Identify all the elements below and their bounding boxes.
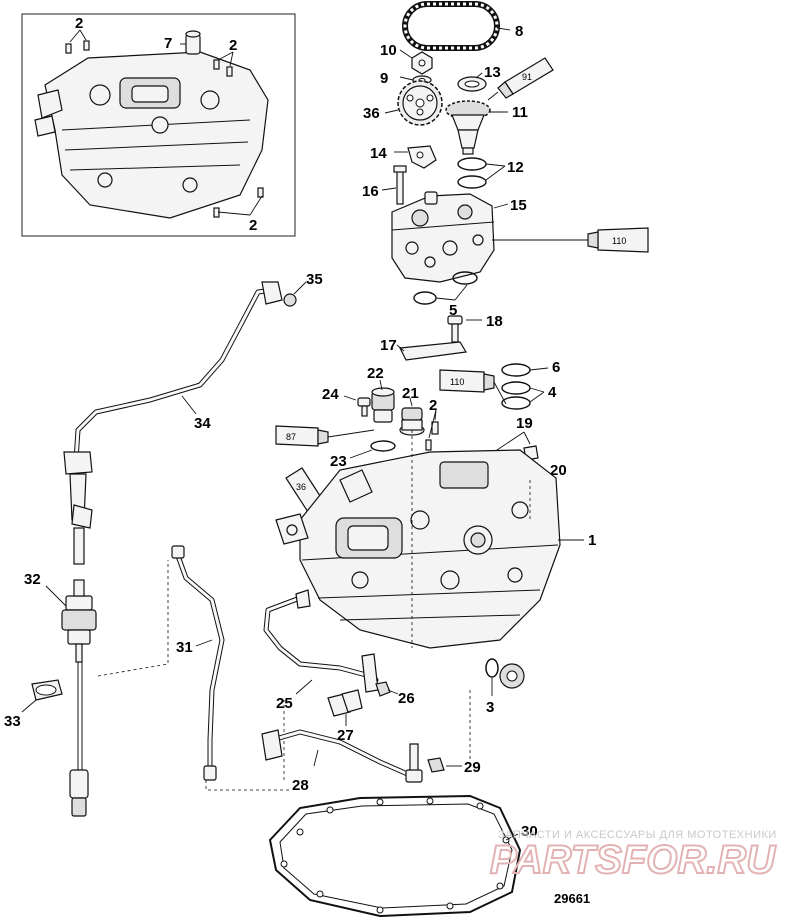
callout-22: 22	[367, 365, 384, 382]
callout-33: 33	[4, 713, 21, 730]
callout-19: 19	[516, 415, 533, 432]
callout-25: 25	[276, 695, 293, 712]
callout-2-inset-right: 2	[229, 37, 237, 54]
clamp-part-33	[31, 679, 63, 701]
o-ring-part-23	[370, 440, 396, 452]
callout-3: 3	[486, 699, 494, 716]
callout-2-main: 2	[429, 397, 437, 414]
sealant-tube-110-mid: 110	[439, 369, 495, 393]
gasket-strip-part-17	[399, 341, 467, 361]
callout-30: 30	[521, 823, 538, 840]
callout-29: 29	[464, 759, 481, 776]
callout-5: 5	[449, 302, 457, 319]
tube-110-top-label: 110	[612, 236, 626, 246]
nut-part-29	[427, 757, 445, 773]
gasket-part-30	[268, 794, 522, 918]
sealant-tube-110-top: 110	[587, 227, 649, 253]
callout-26: 26	[398, 690, 415, 707]
gear-shaft-part-11	[445, 100, 491, 155]
callout-4: 4	[548, 384, 557, 401]
watermark: ЗАПЧАСТИ И АКСЕССУАРЫ ДЛЯ МОТОТЕХНИКИ PA…	[489, 829, 777, 883]
nut-part-26	[375, 681, 391, 697]
cylinder-head-part-1	[275, 449, 561, 649]
callout-2-inset-bottom: 2	[249, 217, 257, 234]
callout-20: 20	[550, 462, 567, 479]
hose-part-34	[63, 281, 283, 565]
sensor-part-32	[61, 579, 97, 663]
callout-17: 17	[380, 337, 397, 354]
cap-part-22	[371, 387, 395, 423]
callout-12: 12	[507, 159, 524, 176]
plug-part-21	[399, 407, 425, 436]
callout-6: 6	[552, 359, 560, 376]
callout-16: 16	[362, 183, 379, 200]
belt-part-8	[402, 1, 500, 51]
callout-27: 27	[337, 727, 354, 744]
callout-21: 21	[402, 385, 419, 402]
dowel-pin-part-2-main	[425, 421, 439, 451]
screw-part-24	[357, 397, 371, 417]
nut-part-10	[411, 51, 433, 75]
diagram-id: 29661	[554, 891, 590, 906]
bearing-part-13	[457, 76, 487, 92]
connector-part-32-plug	[69, 769, 89, 817]
callout-14: 14	[370, 145, 387, 162]
o-rings-part-12	[457, 157, 487, 189]
watermark-tagline: ЗАПЧАСТИ И АКСЕССУАРЫ ДЛЯ МОТОТЕХНИКИ	[498, 829, 777, 841]
callout-13: 13	[484, 64, 501, 81]
hose-part-31	[171, 545, 225, 781]
tube-110-mid-label: 110	[450, 377, 464, 387]
inset-panel: 2 7 2 2	[21, 13, 296, 237]
clip-part-35	[283, 293, 297, 307]
seal-part-3	[485, 658, 525, 689]
hose-part-25	[263, 589, 379, 693]
callout-7: 7	[164, 35, 172, 52]
callout-8: 8	[515, 23, 523, 40]
hose-part-28	[261, 729, 423, 783]
callout-31: 31	[176, 639, 193, 656]
callout-11: 11	[512, 104, 528, 121]
callout-18: 18	[486, 313, 503, 330]
callout-23: 23	[330, 453, 347, 470]
bracket-part-14	[407, 145, 437, 169]
bolt-part-16	[393, 165, 407, 205]
callout-1: 1	[588, 532, 596, 549]
callout-10: 10	[380, 42, 397, 59]
tube-36-label: 36	[296, 482, 306, 492]
sprocket-part-36	[397, 80, 443, 126]
callout-2-inset-top: 2	[75, 15, 83, 32]
callout-15: 15	[510, 197, 527, 214]
callout-32: 32	[24, 571, 41, 588]
callout-28: 28	[292, 777, 309, 794]
bolt-part-18	[447, 315, 463, 343]
tube-91-label: 91	[522, 72, 532, 82]
callout-34: 34	[194, 415, 211, 432]
callout-9: 9	[380, 70, 388, 87]
callout-35: 35	[306, 271, 323, 288]
inset-cylinder-head	[34, 51, 269, 219]
pump-body-part-15	[391, 191, 495, 283]
clip-part-27	[327, 689, 363, 717]
sealant-tube-87: 87	[275, 425, 329, 447]
sealant-tube-91: 91	[497, 57, 554, 99]
tube-87-label: 87	[286, 432, 296, 442]
fitting-part-7	[185, 30, 201, 55]
seal-rings-part-6-4	[501, 363, 531, 410]
callout-36: 36	[363, 105, 380, 122]
callout-24: 24	[322, 386, 339, 403]
watermark-brand: PARTSFOR.RU	[490, 838, 776, 882]
